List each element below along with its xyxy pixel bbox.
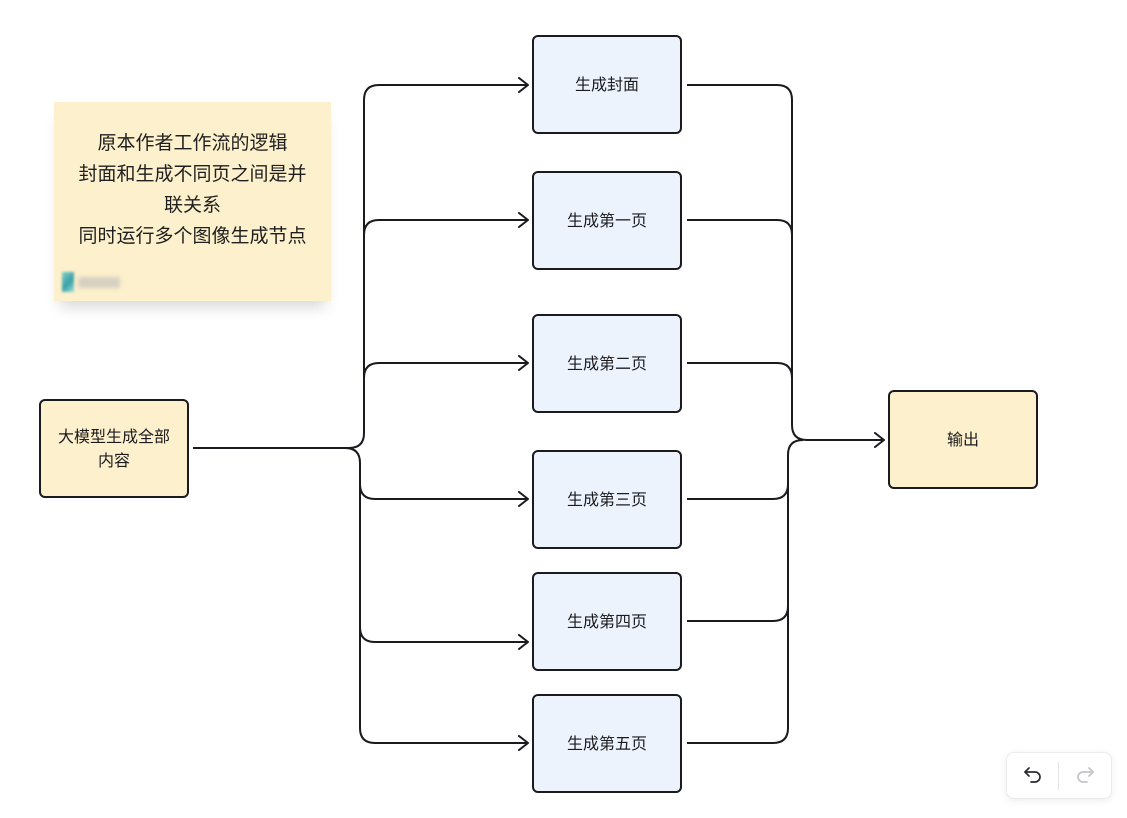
edge-source-to-page1[interactable] — [363, 212, 529, 236]
sticky-note[interactable]: 原本作者工作流的逻辑 封面和生成不同页之间是并 联关系 同时运行多个图像生成节点 — [54, 102, 331, 301]
author-name-blurred — [78, 276, 120, 288]
edge-page5-to-output[interactable] — [687, 606, 789, 744]
author-avatar — [62, 272, 74, 292]
edge-source-to-page3[interactable] — [344, 447, 529, 507]
node-cover[interactable]: 生成封面 — [532, 35, 682, 134]
edge-cover-to-output[interactable] — [687, 84, 885, 448]
edge-source-to-page4[interactable] — [359, 484, 529, 650]
edge-page3-to-output[interactable] — [687, 439, 804, 500]
undo-icon — [1022, 763, 1044, 789]
edge-source-to-page2[interactable] — [363, 355, 529, 379]
edge-page4-to-output[interactable] — [687, 484, 789, 622]
sticky-note-line-3: 联关系 — [163, 194, 221, 216]
edge-page2-to-output[interactable] — [687, 362, 793, 379]
node-page-5[interactable]: 生成第五页 — [532, 694, 682, 793]
sticky-note-line-4: 同时运行多个图像生成节点 — [78, 225, 307, 247]
sticky-note-line-1: 原本作者工作流的逻辑 — [97, 132, 288, 154]
sticky-note-line-2: 封面和生成不同页之间是并 — [78, 163, 307, 185]
node-source[interactable]: 大模型生成全部 内容 — [39, 399, 189, 498]
redo-button[interactable] — [1059, 753, 1110, 798]
edge-page1-to-output[interactable] — [687, 219, 793, 236]
node-page-4[interactable]: 生成第四页 — [532, 572, 682, 671]
sticky-note-author — [62, 272, 120, 292]
undo-button[interactable] — [1007, 753, 1058, 798]
edge-source-to-page5[interactable] — [359, 627, 529, 751]
node-page-1[interactable]: 生成第一页 — [532, 171, 682, 270]
node-page-2[interactable]: 生成第二页 — [532, 314, 682, 413]
node-output[interactable]: 输出 — [888, 390, 1038, 489]
node-page-3[interactable]: 生成第三页 — [532, 450, 682, 549]
redo-icon — [1074, 763, 1096, 789]
toolbar-divider — [1058, 761, 1059, 790]
undo-redo-toolbar — [1006, 752, 1112, 799]
